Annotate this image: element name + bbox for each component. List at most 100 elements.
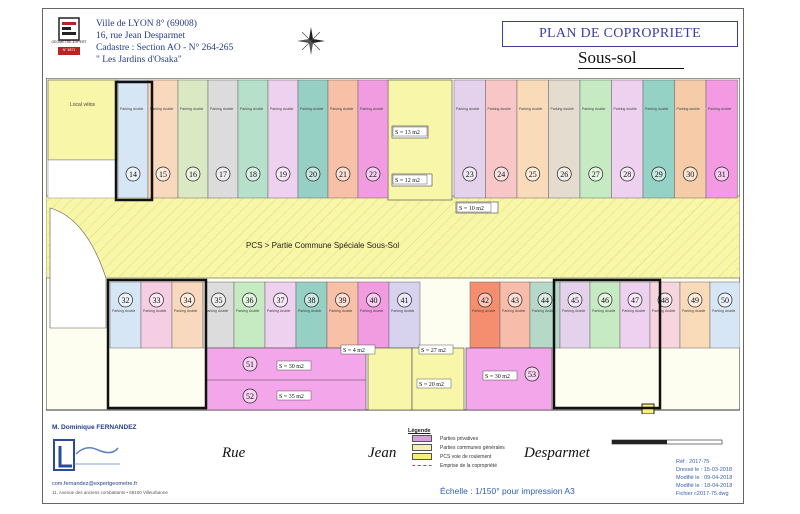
parking-lot — [559, 281, 591, 349]
parking-lot-type: Parking double — [120, 107, 143, 111]
lot-number: 17 — [219, 170, 227, 179]
lot-group-outline — [114, 80, 154, 202]
logo-icon — [58, 17, 80, 55]
area-label-box — [456, 202, 492, 213]
parking-lot-type: Parking double — [143, 309, 166, 313]
lot-number: 50 — [721, 296, 729, 305]
lot-number: 44 — [541, 296, 549, 305]
legend-item: Emprise de la copropriété — [412, 461, 584, 470]
legend-label: PCS voie de roulement — [440, 453, 492, 460]
lot-number: 23 — [466, 170, 474, 179]
lot-number-circle — [335, 292, 350, 308]
lot-number: 38 — [308, 296, 316, 305]
area-label-box — [340, 344, 376, 355]
parking-lot-type: Parking double — [645, 107, 668, 111]
address-line: Ville de LYON 8° (69008) — [96, 19, 197, 29]
storage-lot-circle — [242, 356, 258, 372]
parking-lot-type: Parking double — [267, 309, 290, 313]
area-label-box — [276, 360, 312, 371]
lot-number: 40 — [370, 296, 378, 305]
lot-number-circle — [273, 292, 288, 308]
lot-number: 39 — [339, 296, 347, 305]
parking-lot-type: Parking double — [236, 309, 259, 313]
parking-lot — [357, 281, 390, 349]
lot-number: 43 — [511, 296, 519, 305]
legend-label: Parties privatives — [440, 435, 479, 442]
lot-number-circle — [537, 292, 553, 308]
storage-lot-number: 51 — [246, 360, 254, 369]
parking-lot-type: Parking double — [391, 309, 414, 313]
area-label: S = 30 m2 — [279, 364, 304, 370]
floor-plan: Local vélos PCS > Partie Commune Spécial… — [46, 78, 740, 414]
area-label-box — [416, 378, 452, 389]
area-label: S = 13 m2 — [395, 130, 420, 136]
area-label: S = 30 m2 — [485, 374, 510, 380]
legend: Légende Parties privatives Parties commu… — [408, 428, 584, 496]
lot-number: 18 — [249, 170, 257, 179]
street-rue: Rue — [222, 445, 246, 461]
parking-lot-type: Parking double — [502, 309, 525, 313]
lot-number: 49 — [691, 296, 699, 305]
parking-lot-type: Parking double — [112, 309, 135, 313]
lot-number: 27 — [592, 170, 600, 179]
area-label: S = 35 m2 — [279, 394, 304, 400]
lot-number-circle — [245, 166, 261, 182]
parking-lot-type: Parking double — [652, 309, 675, 313]
lot-number: 16 — [189, 170, 197, 179]
lot-number-circle — [657, 292, 673, 308]
legend-label: Parties communes générales — [440, 444, 505, 451]
lot-number-circle — [242, 292, 257, 308]
lot-number: 47 — [631, 296, 639, 305]
reference-line: Fichier c2017-75.dwg — [676, 491, 729, 497]
lot-number-circle — [185, 166, 201, 182]
lot-number: 25 — [529, 170, 537, 179]
parking-lot-type: Parking double — [472, 309, 495, 313]
parking-lot-type: Parking double — [298, 309, 321, 313]
lot-number: 24 — [497, 170, 505, 179]
legend-item: Parties communes générales — [412, 443, 584, 452]
lot-number-circle — [304, 292, 319, 308]
address-line: 16, rue Jean Desparmet — [96, 31, 186, 41]
lot-number: 46 — [601, 296, 609, 305]
street-jean: Jean — [368, 445, 397, 461]
address-line: Cadastre : Section AO - N° 264-265 — [96, 43, 234, 53]
area-label-box — [392, 174, 428, 185]
lot-number: 41 — [401, 296, 409, 305]
lot-number: 21 — [339, 170, 347, 179]
area-label-box — [276, 390, 312, 401]
area-label: S = 12 m2 — [395, 178, 420, 184]
lot-number-circle — [366, 292, 381, 308]
parking-lot — [529, 281, 561, 349]
reference-block: Réf : 2017-75 Dressé le : 15-03-2018 Mod… — [676, 458, 732, 498]
area-label: S = 20 m2 — [419, 382, 444, 388]
parking-lot-type: Parking double — [488, 107, 511, 111]
lot-number: 35 — [215, 296, 223, 305]
legend-swatch — [412, 464, 432, 467]
lot-number-circle — [462, 166, 478, 182]
parking-lot-type: Parking double — [174, 309, 197, 313]
parking-lot — [679, 281, 711, 349]
parking-lot — [499, 281, 531, 349]
parking-lot-type: Parking double — [712, 309, 735, 313]
author-email[interactable]: com.fernandez@expertgeometre.fr — [52, 481, 138, 487]
area-label-box — [482, 370, 518, 381]
legend-swatch — [412, 435, 432, 442]
parking-lot-type: Parking double — [622, 309, 645, 313]
lot-number-circle — [588, 166, 604, 182]
legend-item: PCS voie de roulement — [412, 452, 584, 461]
lot-number: 34 — [184, 296, 192, 305]
lot-number: 42 — [481, 296, 489, 305]
parking-lot — [140, 281, 173, 349]
parking-lot-type: Parking double — [270, 107, 293, 111]
lot-number-circle — [525, 166, 541, 182]
lot-number-circle — [493, 166, 509, 182]
reference-line: Réf : 2017-75 — [676, 459, 710, 465]
parking-lot — [469, 281, 501, 349]
lot-number-circle — [597, 292, 613, 308]
lot-number: 29 — [655, 170, 663, 179]
lot-number: 19 — [279, 170, 287, 179]
area-label: S = 10 m2 — [459, 206, 484, 212]
address-block: Ville de LYON 8° (69008) 16, rue Jean De… — [96, 18, 233, 66]
address-line: " Les Jardins d'Osaka" — [96, 55, 182, 65]
lot-group-outline — [106, 278, 208, 410]
